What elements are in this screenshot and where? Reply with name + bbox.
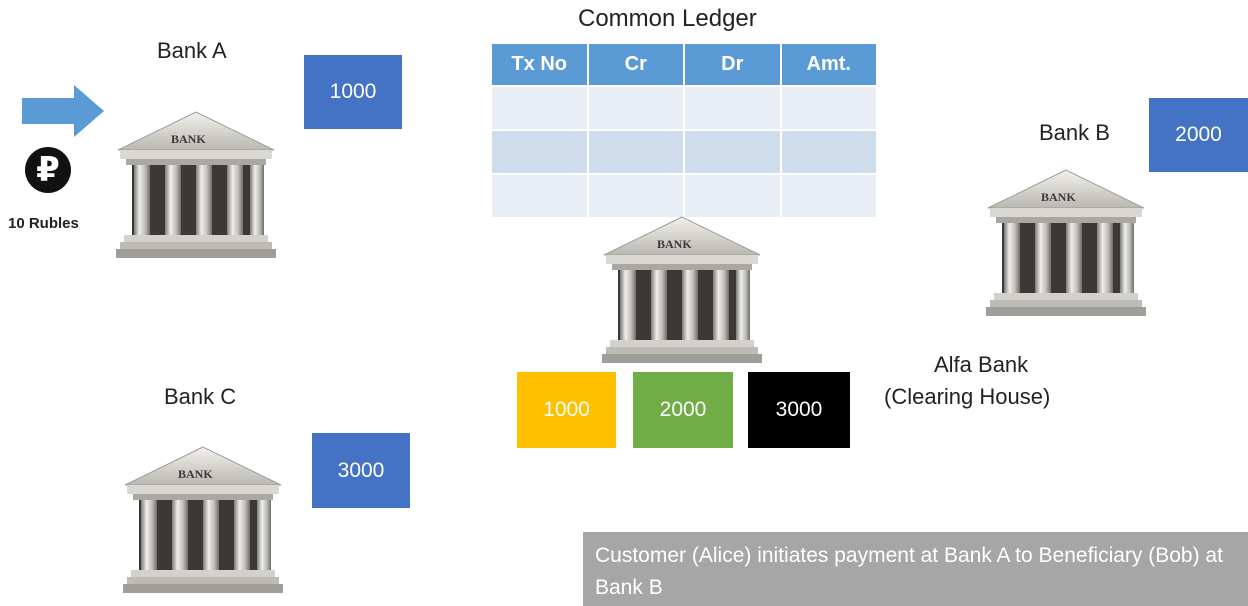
- common-ledger: Tx No Cr Dr Amt.: [490, 42, 878, 219]
- bank-c-building: BANK: [123, 445, 283, 595]
- ledger-cell: [586, 129, 685, 175]
- ledger-row: [490, 173, 878, 219]
- ledger-cell: [683, 85, 782, 131]
- bank-c-label: Bank C: [164, 384, 237, 409]
- ruble-coin-icon: ₽: [25, 147, 71, 193]
- bank-c-balance: 3000: [312, 433, 410, 508]
- ledger-cell: [683, 173, 782, 219]
- ledger-cell: [779, 85, 878, 131]
- ledger-cell: [490, 129, 589, 175]
- ledger-cell: [586, 85, 685, 131]
- clearing-house-label-line2: (Clearing House): [884, 384, 1051, 409]
- bank-a-balance: 1000: [304, 55, 402, 129]
- ledger-row: [490, 85, 878, 131]
- ledger-cell: [490, 85, 589, 131]
- clearing-house-building: BANK: [602, 215, 762, 365]
- bank-sign: BANK: [178, 467, 213, 481]
- ledger-row: [490, 129, 878, 175]
- ledger-cell: [586, 173, 685, 219]
- currency-caption: 10 Rubles: [8, 215, 79, 232]
- ledger-col-dr: Dr: [683, 42, 782, 87]
- ledger-col-cr: Cr: [586, 42, 685, 87]
- clearing-chip-bank-c: 3000: [748, 372, 850, 448]
- clearing-house-label-line1: Alfa Bank: [934, 352, 1029, 377]
- ruble-symbol: ₽: [36, 151, 60, 189]
- ledger-title: Common Ledger: [578, 5, 757, 32]
- scenario-note-text: Customer (Alice) initiates payment at Ba…: [595, 544, 1223, 599]
- ledger-col-amt: Amt.: [779, 42, 878, 87]
- bank-sign: BANK: [171, 132, 206, 146]
- scenario-note: Customer (Alice) initiates payment at Ba…: [583, 532, 1248, 606]
- bank-a-label: Bank A: [157, 38, 227, 63]
- bank-sign: BANK: [657, 237, 692, 251]
- clearing-chip-bank-b: 2000: [633, 372, 733, 448]
- bank-b-building: BANK: [986, 168, 1146, 318]
- ledger-cell: [683, 129, 782, 175]
- clearing-chip-bank-a: 1000: [517, 372, 616, 448]
- ledger-cell: [490, 173, 589, 219]
- ledger-cell: [779, 129, 878, 175]
- arrow-right-icon: [22, 85, 108, 137]
- ledger-col-tx-no: Tx No: [490, 42, 589, 87]
- ledger-cell: [779, 173, 878, 219]
- bank-sign: BANK: [1041, 190, 1076, 204]
- bank-b-label: Bank B: [1039, 120, 1110, 145]
- bank-a-building: BANK: [116, 110, 276, 260]
- bank-b-balance: 2000: [1149, 98, 1248, 172]
